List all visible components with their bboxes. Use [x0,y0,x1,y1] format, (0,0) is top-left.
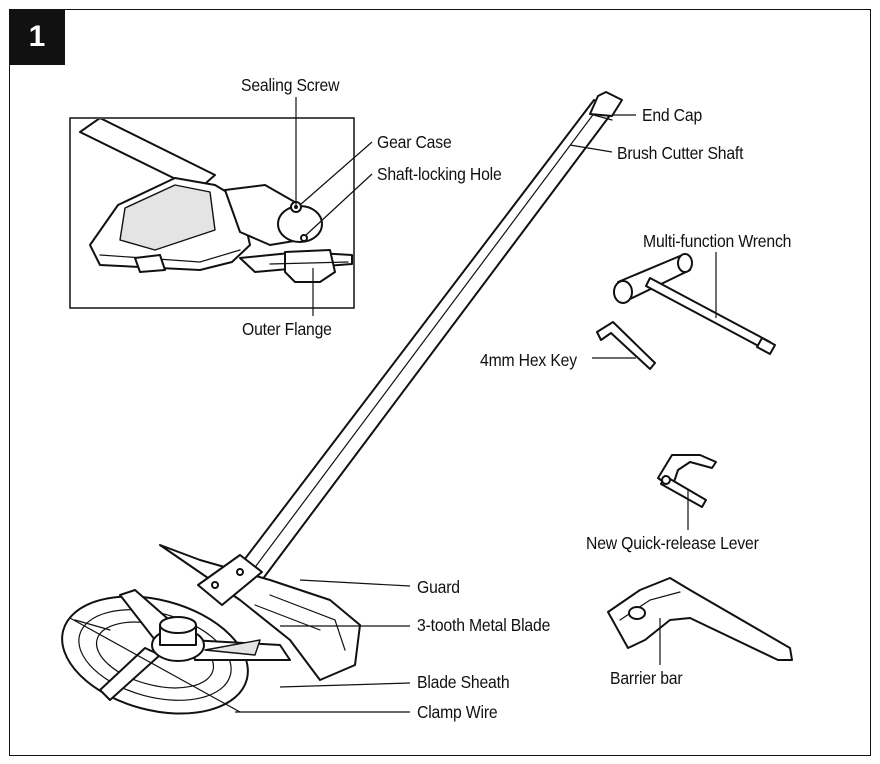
figure-frame [9,9,871,756]
label-end-cap: End Cap [642,105,703,125]
label-metal-blade: 3-tooth Metal Blade [417,615,551,635]
barrier-bar [607,577,793,661]
quick-release-lever [657,454,717,508]
figure-number-badge: 1 [9,9,65,65]
label-outer-flange: Outer Flange [242,319,332,339]
guard-blade-assembly [61,544,361,715]
label-clamp-wire: Clamp Wire [417,702,498,722]
label-guard: Guard [417,577,460,597]
label-quick-release-lever: New Quick-release Lever [586,533,759,553]
label-gear-case: Gear Case [377,132,452,152]
leader-lines [235,97,717,713]
multi-function-wrench [613,253,776,355]
hex-key [596,321,656,370]
label-multi-function-wrench: Multi-function Wrench [643,231,792,251]
label-brush-cutter-shaft: Brush Cutter Shaft [617,143,744,163]
label-barrier-bar: Barrier bar [610,668,683,688]
gear-case-inset [69,117,355,309]
label-sealing-screw: Sealing Screw [241,75,340,95]
label-shaft-locking-hole: Shaft-locking Hole [377,164,502,184]
figure-number: 1 [28,20,46,53]
label-blade-sheath: Blade Sheath [417,672,510,692]
label-hex-key: 4mm Hex Key [480,350,577,370]
